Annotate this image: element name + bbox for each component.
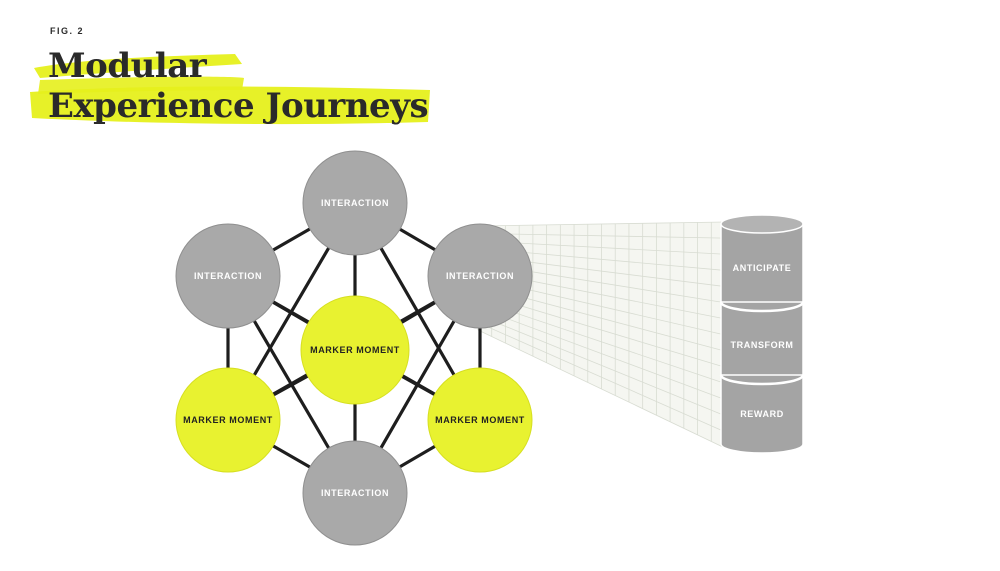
cylinder-stack [719, 214, 805, 454]
cylinder-divider [719, 301, 805, 313]
interaction-label-upper-left: INTERACTION [193, 271, 263, 281]
interaction-label-top: INTERACTION [320, 198, 390, 208]
grid-line [477, 299, 726, 384]
interaction-node-upper-left [175, 223, 281, 329]
marker-moment-node-lower-left [175, 367, 281, 473]
grid-line [477, 221, 726, 227]
grid-line [477, 314, 726, 417]
marker-moment-node-center [300, 295, 410, 405]
interaction-node-upper-right [427, 223, 533, 329]
stack-label-reward: REWARD [740, 409, 784, 419]
interaction-node-top [302, 150, 408, 256]
stack-label-transform: TRANSFORM [730, 340, 794, 350]
grid-line [477, 233, 726, 239]
grid-line [477, 329, 726, 449]
figure-label: FIG. 2 [50, 26, 85, 36]
cylinder-top [720, 214, 804, 234]
interaction-node-bottom [302, 440, 408, 546]
marker-moment-label-center: MARKER MOMENT [310, 345, 400, 355]
interaction-label-bottom: INTERACTION [320, 488, 390, 498]
marker-moment-label-lower-left: MARKER MOMENT [183, 415, 273, 425]
node-circles [175, 150, 533, 546]
title-line-1: Modular [48, 46, 207, 86]
figure-title: Modular Experience Journeys [30, 40, 450, 135]
cylinder-segment [720, 374, 804, 454]
stack-label-anticipate: ANTICIPATE [732, 263, 792, 273]
marker-moment-label-lower-right: MARKER MOMENT [435, 415, 525, 425]
grid-line [477, 322, 726, 433]
marker-moment-node-lower-right [427, 367, 533, 473]
interaction-label-upper-right: INTERACTION [445, 271, 515, 281]
grid-line [477, 307, 726, 400]
highlighter-stroke [30, 54, 430, 125]
cylinder-divider [719, 374, 805, 386]
title-line-2: Experience Journeys [48, 86, 429, 126]
